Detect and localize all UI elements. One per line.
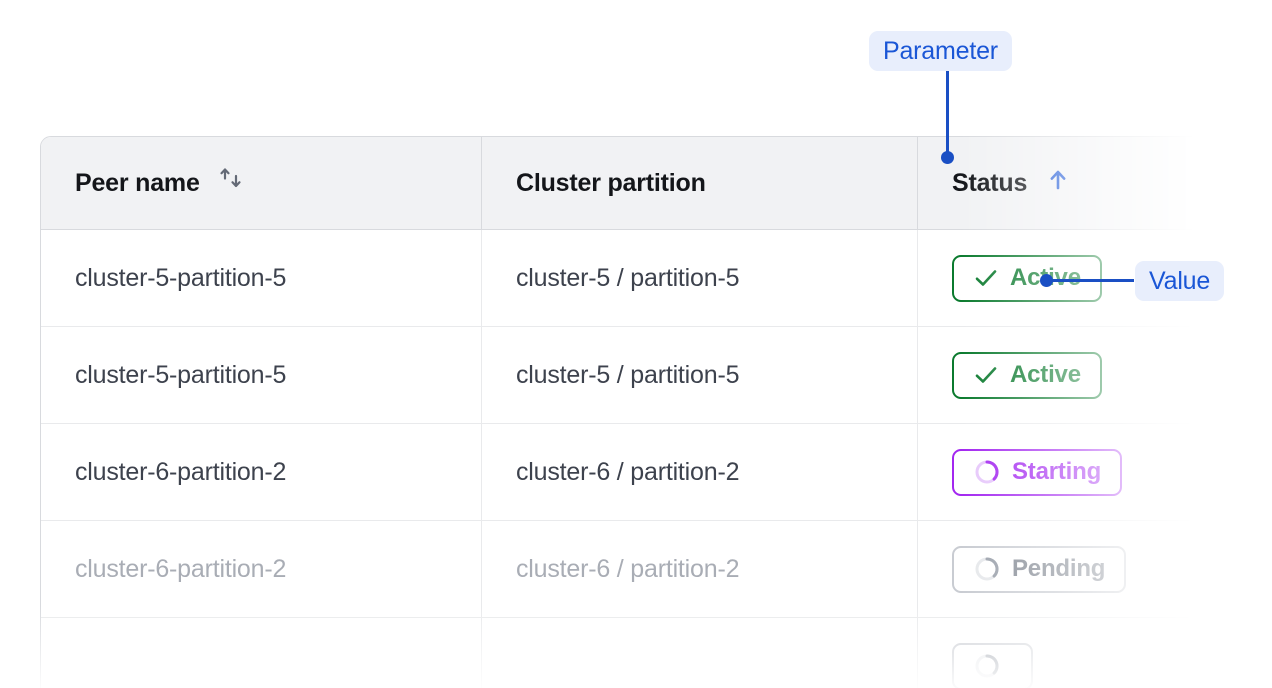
parameter-leader-dot: [941, 151, 954, 164]
cell-peer-name: cluster-5-partition-5: [41, 327, 482, 424]
status-badge: Active: [952, 254, 1102, 302]
value-leader-line: [1046, 279, 1134, 282]
status-badge-label: Pending: [1012, 555, 1106, 582]
cell-peer-name: [41, 618, 482, 688]
table-body: cluster-5-partition-5 cluster-5 / partit…: [41, 230, 1229, 688]
check-icon: [973, 265, 999, 291]
cell-peer-name: cluster-5-partition-5: [41, 230, 482, 327]
status-badge: Active: [952, 351, 1102, 399]
spinner-icon: [973, 458, 1001, 486]
column-header-status-label: Status: [952, 168, 1028, 197]
parameter-callout: Parameter: [869, 31, 1012, 71]
parameter-leader-line: [946, 71, 949, 159]
cell-peer-name: cluster-6-partition-2: [41, 521, 482, 618]
spinner-icon: [973, 555, 1001, 583]
sort-up-icon[interactable]: [1043, 165, 1073, 202]
cell-cluster-partition: cluster-6 / partition-2: [482, 521, 918, 618]
table-header-row: Peer name Cluster partition: [41, 137, 1229, 230]
cell-cluster-partition: cluster-5 / partition-5: [482, 230, 918, 327]
cell-cluster-partition: [482, 618, 918, 688]
status-badge-label: Active: [1010, 361, 1081, 388]
cell-peer-name: cluster-6-partition-2: [41, 424, 482, 521]
peers-table-container: Peer name Cluster partition: [40, 136, 1230, 688]
table-row[interactable]: cluster-6-partition-2 cluster-6 / partit…: [41, 424, 1229, 521]
status-badge: [952, 642, 1033, 688]
column-header-peer-name-label: Peer name: [75, 168, 200, 197]
value-leader-dot: [1040, 274, 1053, 287]
cell-cluster-partition: cluster-5 / partition-5: [482, 327, 918, 424]
table-row[interactable]: [41, 618, 1229, 688]
cell-status: Pending: [918, 521, 1229, 618]
column-header-cluster-partition[interactable]: Cluster partition: [482, 137, 918, 230]
table-row[interactable]: cluster-5-partition-5 cluster-5 / partit…: [41, 230, 1229, 327]
status-badge: Starting: [952, 448, 1123, 496]
cell-status: [918, 618, 1229, 688]
column-header-cluster-partition-label: Cluster partition: [516, 168, 706, 197]
sort-updown-icon[interactable]: [216, 165, 246, 202]
check-icon: [973, 362, 999, 388]
cell-status: Starting: [918, 424, 1229, 521]
column-header-peer-name[interactable]: Peer name: [41, 137, 482, 230]
value-callout: Value: [1135, 261, 1225, 301]
table-row[interactable]: cluster-5-partition-5 cluster-5 / partit…: [41, 327, 1229, 424]
status-badge: Pending: [952, 545, 1127, 593]
column-header-status[interactable]: Status: [918, 137, 1229, 230]
cell-status: Active: [918, 230, 1229, 327]
peers-table: Peer name Cluster partition: [40, 136, 1230, 688]
table-header: Peer name Cluster partition: [41, 137, 1229, 230]
cell-cluster-partition: cluster-6 / partition-2: [482, 424, 918, 521]
cell-status: Active: [918, 327, 1229, 424]
status-badge-label: Starting: [1012, 458, 1102, 485]
spinner-icon: [973, 652, 1001, 680]
table-row[interactable]: cluster-6-partition-2 cluster-6 / partit…: [41, 521, 1229, 618]
